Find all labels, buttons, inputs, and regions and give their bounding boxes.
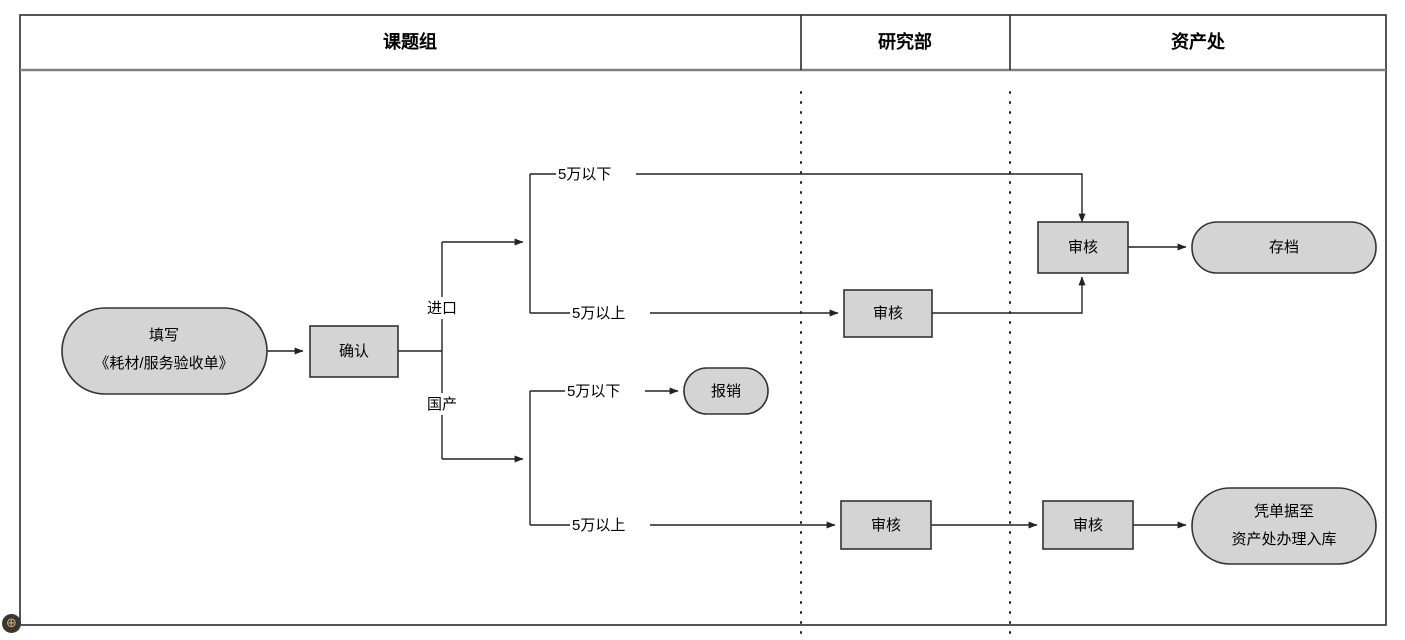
edge-label-import-under: 5万以下 <box>558 166 611 183</box>
node-review-asset-office-import[interactable]: 审核 <box>1037 221 1129 274</box>
node-label-archive: 存档 <box>1269 239 1299 256</box>
label-bg-import-over <box>570 302 650 324</box>
node-label-line1: 填写 <box>149 327 179 344</box>
edge-label-import-over: 5万以上 <box>572 305 625 322</box>
node-review-research-dept-import[interactable]: 审核 <box>843 289 933 338</box>
node-label-confirm: 确认 <box>339 343 369 360</box>
node-label-review-dept-import: 审核 <box>873 305 903 322</box>
edge-label-domestic-under: 5万以下 <box>567 383 620 400</box>
node-label-reimburse: 报销 <box>711 383 741 400</box>
lane-body-dividers <box>800 91 1011 640</box>
branch-label-import: 进口 <box>427 300 457 317</box>
lane-header-dividers <box>800 15 1011 70</box>
branch-label-domestic: 国产 <box>427 396 457 413</box>
anchor-point-icon[interactable]: ⊕ <box>2 614 21 633</box>
node-reimburse[interactable]: 报销 <box>683 367 769 415</box>
lane-title-research-group: 课题组 <box>383 31 437 52</box>
label-bg-import-under <box>556 163 636 185</box>
edge-label-group: 5万以下 5万以上 5万以下 5万以上 <box>556 163 650 536</box>
node-label-review-dept-domestic: 审核 <box>871 517 901 534</box>
label-bg-domestic-under <box>565 380 645 402</box>
label-bg-domestic-over <box>570 514 650 536</box>
branch-label-group: 进口 国产 <box>418 297 466 415</box>
node-label-line2: 《耗材/服务验收单》 <box>94 355 233 372</box>
node-review-research-dept-domestic[interactable]: 审核 <box>840 500 932 550</box>
node-confirm[interactable]: 确认 <box>309 325 399 378</box>
diagram-frame <box>19 14 1387 626</box>
node-label-review-asset-domestic: 审核 <box>1073 517 1103 534</box>
lane-title-research-dept: 研究部 <box>878 31 932 52</box>
edge-label-domestic-over: 5万以上 <box>572 517 625 534</box>
edge-import-under-to-asset-review <box>530 173 1086 223</box>
label-bg-domestic <box>418 393 466 415</box>
node-label-warehouse-line2: 资产处办理入库 <box>1231 531 1336 548</box>
lane-title-asset-office: 资产处 <box>1171 31 1226 52</box>
node-archive[interactable]: 存档 <box>1191 221 1377 274</box>
node-label-review-asset-import: 审核 <box>1068 239 1098 256</box>
node-review-asset-office-domestic[interactable]: 审核 <box>1042 500 1134 550</box>
edge-dept-review-to-asset-review <box>932 276 1086 314</box>
node-warehouse-entry[interactable]: 凭单据至 资产处办理入库 <box>1191 487 1377 565</box>
node-fill-acceptance-form[interactable]: 填写 《耗材/服务验收单》 <box>61 307 268 395</box>
label-bg-import <box>418 297 466 319</box>
node-label-warehouse-line1: 凭单据至 <box>1254 503 1314 520</box>
